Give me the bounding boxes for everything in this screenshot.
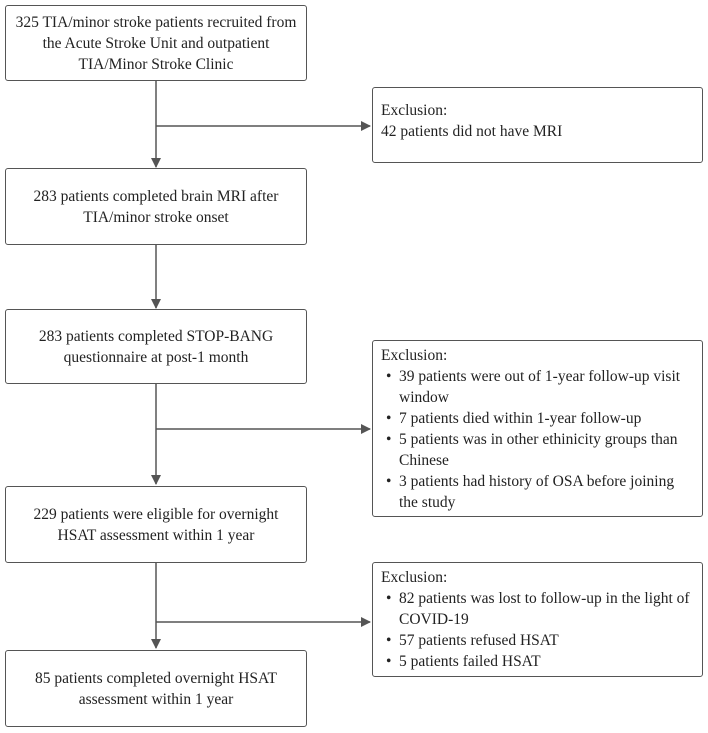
exclusion-item: 5 patients failed HSAT: [381, 651, 694, 672]
step-text: 283 patients completed brain MRI after T…: [33, 187, 279, 226]
exclusion-item: 39 patients were out of 1-year follow-up…: [381, 366, 694, 408]
exclusion-item: 82 patients was lost to follow-up in the…: [381, 588, 694, 630]
step-box-recruited: 325 TIA/minor stroke patients recruited …: [5, 5, 307, 81]
step-box-mri: 283 patients completed brain MRI after T…: [5, 168, 307, 245]
exclusion-item: 3 patients had history of OSA before joi…: [381, 471, 694, 513]
exclusion-line: 42 patients did not have MRI: [381, 123, 563, 140]
step-box-eligible: 229 patients were eligible for overnight…: [5, 486, 307, 563]
step-text: 325 TIA/minor stroke patients recruited …: [15, 13, 297, 73]
exclusion-item: 7 patients died within 1-year follow-up: [381, 408, 694, 429]
step-box-completed-hsat: 85 patients completed overnight HSAT ass…: [5, 650, 307, 727]
exclusion-title: Exclusion:: [381, 347, 448, 364]
exclusion-item: 5 patients was in other ethinicity group…: [381, 429, 694, 471]
exclusion-box-2: Exclusion: 39 patients were out of 1-yea…: [372, 340, 703, 517]
step-text: 85 patients completed overnight HSAT ass…: [35, 669, 277, 708]
exclusion-title: Exclusion:: [381, 569, 448, 586]
exclusion-box-1: Exclusion: 42 patients did not have MRI: [372, 87, 703, 163]
step-text: 283 patients completed STOP-BANG questio…: [38, 327, 274, 366]
exclusion-box-3: Exclusion: 82 patients was lost to follo…: [372, 562, 703, 677]
exclusion-item: 57 patients refused HSAT: [381, 630, 694, 651]
step-text: 229 patients were eligible for overnight…: [33, 505, 279, 544]
exclusion-title: Exclusion:: [381, 102, 448, 119]
step-box-stop-bang: 283 patients completed STOP-BANG questio…: [5, 309, 307, 384]
exclusion-list: 39 patients were out of 1-year follow-up…: [381, 366, 694, 513]
exclusion-list: 82 patients was lost to follow-up in the…: [381, 588, 694, 672]
